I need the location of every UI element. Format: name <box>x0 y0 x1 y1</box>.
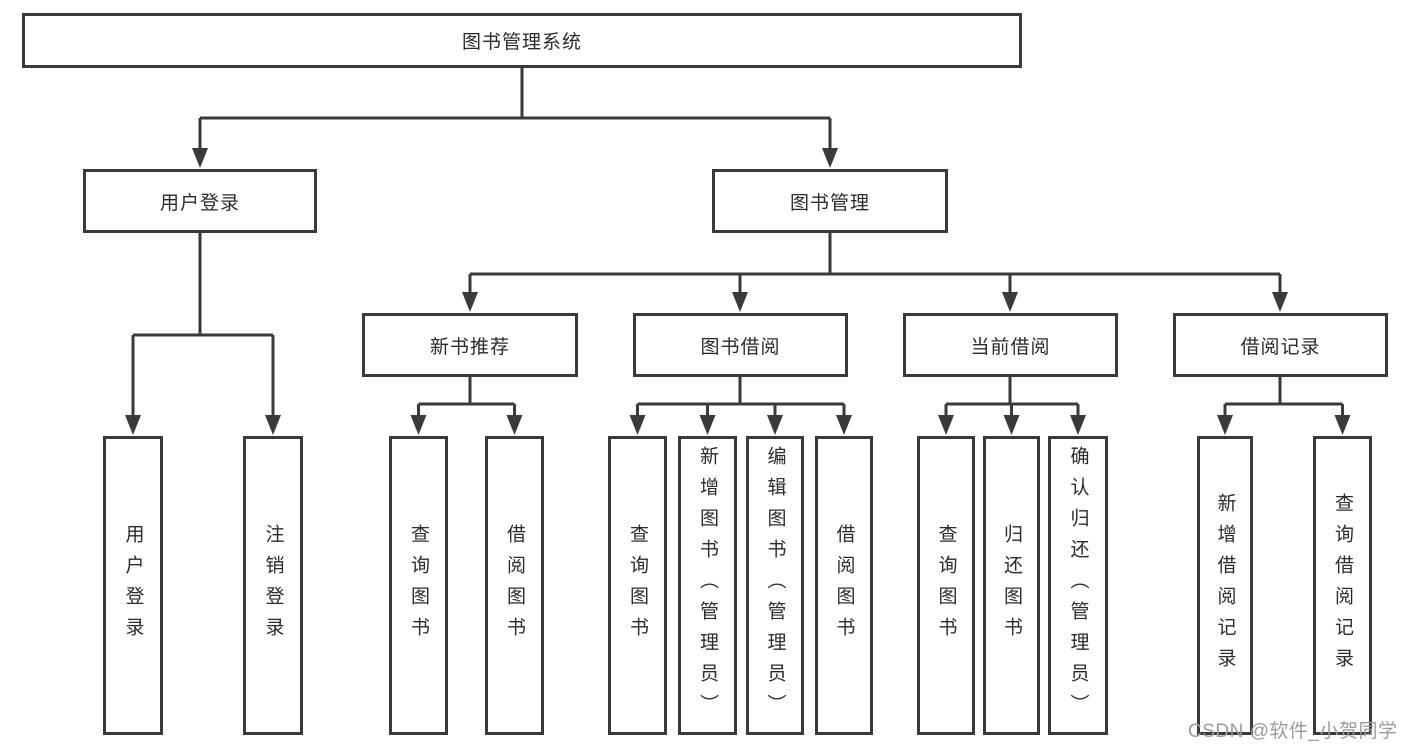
leaf-current-return-books: 归还图书 <box>983 436 1040 735</box>
leaf-current-query-books-label: 查询图书 <box>935 523 957 648</box>
leaf-recommend-borrow-books: 借阅图书 <box>485 436 544 735</box>
leaf-recommend-query-books-label: 查询图书 <box>408 523 429 648</box>
leaf-borrow-add-books-admin: 新增图书（管理员） <box>678 436 737 735</box>
node-user-login: 用户登录 <box>83 169 317 233</box>
leaf-borrow-add-books-admin-label: 新增图书（管理员） <box>697 446 718 725</box>
connector-management-to-level2 <box>462 233 1288 312</box>
node-book-management-label: 图书管理 <box>789 192 870 214</box>
leaf-recommend-borrow-books-label: 借阅图书 <box>504 523 525 648</box>
node-new-book-recommend: 新书推荐 <box>362 313 578 377</box>
leaf-current-return-books-label: 归还图书 <box>1001 523 1022 648</box>
leaf-current-confirm-return-admin: 确认归还（管理员） <box>1048 436 1108 735</box>
leaf-borrow-edit-books-admin: 编辑图书（管理员） <box>746 436 804 735</box>
node-borrow-records: 借阅记录 <box>1173 313 1388 377</box>
leaf-logout: 注销登录 <box>243 436 303 735</box>
connector-bookborrow-branch <box>629 377 852 435</box>
node-book-management: 图书管理 <box>712 169 948 233</box>
leaf-recommend-query-books: 查询图书 <box>389 436 448 735</box>
leaf-record-add-borrow-record: 新增借阅记录 <box>1197 436 1253 735</box>
leaf-record-add-borrow-record-label: 新增借阅记录 <box>1214 492 1236 679</box>
leaf-logout-label: 注销登录 <box>262 523 284 648</box>
node-root-label: 图书管理系统 <box>461 32 582 53</box>
node-root: 图书管理系统 <box>22 13 1022 68</box>
leaf-borrow-borrow-books-label: 借阅图书 <box>833 523 855 648</box>
node-current-borrow: 当前借阅 <box>903 313 1118 377</box>
leaf-record-query-borrow-record-label: 查询借阅记录 <box>1332 492 1353 679</box>
node-book-borrow: 图书借阅 <box>633 313 848 377</box>
leaf-borrow-query-books: 查询图书 <box>608 436 667 735</box>
leaf-user-login-label: 用户登录 <box>122 523 144 648</box>
node-user-login-label: 用户登录 <box>159 192 240 214</box>
leaf-record-query-borrow-record: 查询借阅记录 <box>1313 436 1372 735</box>
node-book-borrow-label: 图书借阅 <box>700 336 781 358</box>
node-borrow-records-label: 借阅记录 <box>1240 336 1321 358</box>
connector-newbook-branch <box>410 377 523 435</box>
csdn-watermark: CSDN @软件_小贺同学 <box>1188 721 1398 742</box>
connector-borrowrecord-branch <box>1217 377 1351 435</box>
connector-login-branch <box>125 233 281 435</box>
leaf-borrow-edit-books-admin-label: 编辑图书（管理员） <box>764 446 786 725</box>
connector-root-to-level1 <box>192 68 838 168</box>
leaf-borrow-query-books-label: 查询图书 <box>627 523 648 648</box>
leaf-user-login: 用户登录 <box>103 436 163 735</box>
connector-currentborrow-branch <box>938 377 1086 435</box>
node-new-book-recommend-label: 新书推荐 <box>429 336 510 358</box>
leaf-borrow-borrow-books: 借阅图书 <box>815 436 873 735</box>
leaf-current-query-books: 查询图书 <box>917 436 975 735</box>
leaf-current-confirm-return-admin-label: 确认归还（管理员） <box>1067 446 1089 725</box>
node-current-borrow-label: 当前借阅 <box>970 336 1051 358</box>
